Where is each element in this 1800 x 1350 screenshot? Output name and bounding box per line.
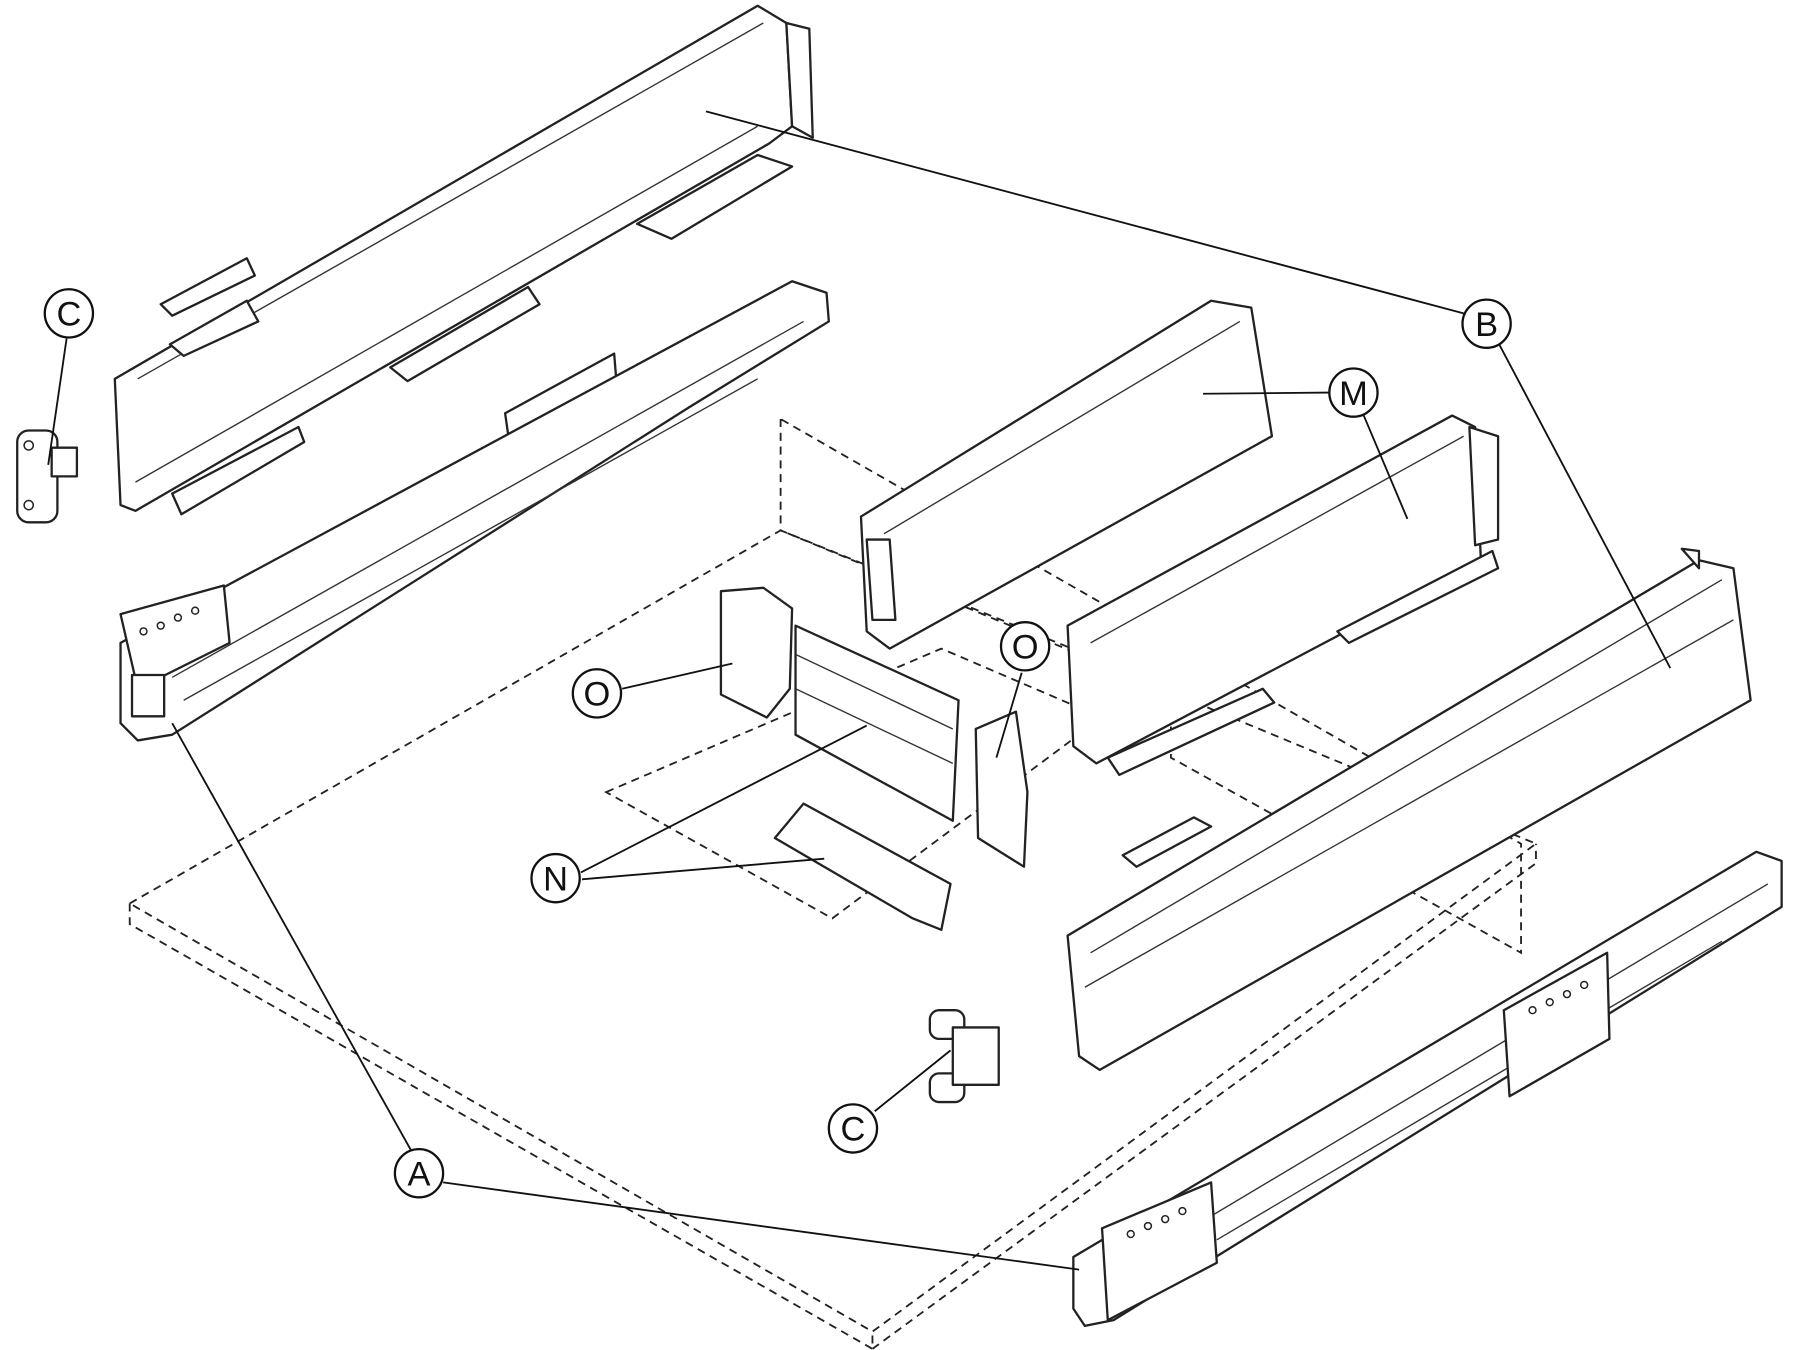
divider-clip-right bbox=[974, 710, 1029, 868]
inner-side-upper bbox=[859, 299, 1274, 650]
leader-m-upper bbox=[1203, 391, 1330, 395]
callout-c-bottom: C bbox=[827, 1103, 879, 1154]
leader-a-left bbox=[171, 722, 412, 1151]
svg-text:N: N bbox=[543, 860, 568, 898]
svg-text:O: O bbox=[1012, 628, 1039, 666]
drawer-bottom-outline bbox=[127, 529, 1538, 1333]
callout-b: B bbox=[1461, 298, 1512, 349]
svg-text:C: C bbox=[56, 296, 81, 334]
leader-o-right bbox=[995, 672, 1023, 758]
leader-c-top bbox=[47, 338, 68, 466]
drawer-side-left bbox=[113, 4, 814, 516]
runner-right bbox=[1072, 850, 1783, 1328]
divider-clip-left bbox=[719, 586, 794, 719]
leader-b-right bbox=[1498, 343, 1672, 669]
cross-divider bbox=[794, 624, 960, 822]
back-panel-outline bbox=[779, 417, 1172, 691]
callout-o-right: O bbox=[999, 621, 1051, 672]
callout-o-left: O bbox=[571, 668, 623, 719]
callout-a: A bbox=[393, 1147, 445, 1199]
front-fixing-bracket-bottom bbox=[928, 1009, 1000, 1104]
divider-base-profile bbox=[773, 802, 952, 931]
svg-text:A: A bbox=[408, 1155, 431, 1193]
front-fixing-bracket-left bbox=[16, 429, 79, 524]
svg-text:C: C bbox=[841, 1111, 866, 1149]
svg-text:B: B bbox=[1475, 306, 1498, 344]
leader-m-lower bbox=[1362, 415, 1409, 520]
leader-o-left bbox=[621, 662, 733, 690]
drawer-side-right bbox=[1066, 547, 1752, 1072]
runner-left bbox=[119, 280, 830, 742]
callout-m-upper: M bbox=[1328, 367, 1379, 418]
leader-c-bottom bbox=[874, 1049, 952, 1112]
leader-b-left bbox=[705, 110, 1464, 315]
svg-text:O: O bbox=[584, 676, 611, 714]
callout-c-top: C bbox=[43, 288, 95, 339]
callout-n: N bbox=[530, 852, 581, 904]
drawer-bottom-thickness bbox=[128, 903, 874, 1350]
leader-a-right bbox=[442, 1181, 1080, 1271]
inner-side-lower bbox=[1066, 414, 1500, 777]
leader-n-divider bbox=[580, 724, 868, 874]
leader-n-profile bbox=[581, 857, 825, 881]
svg-text:M: M bbox=[1339, 375, 1368, 413]
